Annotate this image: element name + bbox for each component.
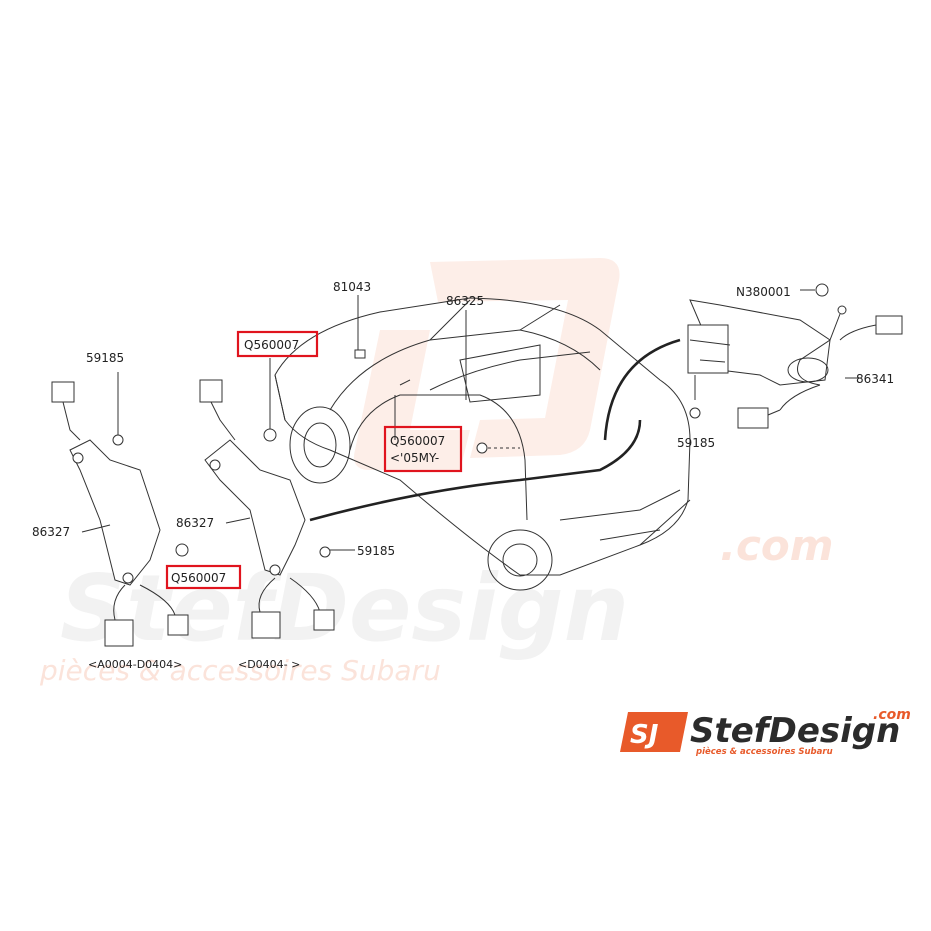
clip-center [476, 442, 520, 454]
watermark-dotcom: .com [720, 521, 833, 570]
connector-top-left [51, 381, 75, 403]
label-59185-mid: 59185 [357, 544, 395, 558]
label-range-left: <A0004-D0404> [88, 658, 182, 671]
logo-tagline: pièces & accessoires Subaru [695, 746, 833, 757]
watermark-logo-mark [354, 258, 620, 470]
logo-name: StefDesign [690, 711, 900, 751]
label-range-mid: <D0404- > [238, 658, 300, 671]
logo-dotcom: .com [873, 707, 911, 723]
amplifier-bracket-left [69, 439, 161, 586]
screw-59185-mid [319, 546, 331, 558]
middle-amplifier-assembly [199, 358, 355, 639]
highlighted-part-labels: Q560007 Q560007 Q560007 <'05MY- [165, 330, 463, 590]
highlight-box-q560007-bottom [165, 564, 242, 590]
logo-mark-text: SJ [630, 720, 659, 750]
watermark-brand: StefDesign [60, 555, 629, 662]
label-59185-right: 59185 [677, 436, 715, 450]
connector-bottom-mid-b [313, 609, 335, 631]
screw-q560007-mid [263, 428, 277, 442]
screw-59185-left [112, 434, 124, 446]
left-amplifier-assembly [51, 372, 189, 647]
label-86327-mid: 86327 [176, 516, 214, 530]
connector-right-top [875, 315, 903, 335]
connector-top-mid [199, 379, 223, 403]
logo-mark-icon [620, 712, 688, 752]
label-81043: 81043 [333, 280, 371, 294]
amplifier-body-right [687, 324, 729, 374]
part-81043-marker [354, 349, 366, 359]
label-86341: 86341 [856, 372, 894, 386]
label-q560007-center-sub: <'05MY- [390, 451, 439, 465]
amplifier-bracket-mid [204, 439, 306, 576]
connector-right-bottom [737, 407, 769, 429]
screw-59185-right [689, 407, 701, 419]
connector-bottom-left-a [104, 619, 134, 647]
screw-q560007-left [175, 543, 189, 557]
connector-bottom-mid-a [251, 611, 281, 639]
leader-lines [357, 289, 815, 400]
connector-bottom-left-b [167, 614, 189, 636]
watermark-tagline: pièces & accessoires Subaru [39, 654, 441, 687]
car-illustration [274, 297, 691, 591]
label-n380001: N380001 [736, 285, 791, 299]
label-q560007-top: Q560007 [244, 338, 299, 352]
part-labels: 81043 86325 N380001 86341 59185 59185 59… [32, 280, 894, 671]
highlight-box-q560007-top [236, 330, 319, 358]
highlight-box-q560007-center [383, 425, 463, 473]
label-86327-left: 86327 [32, 525, 70, 539]
label-q560007-center: Q560007 [390, 434, 445, 448]
right-amplifier-assembly [687, 283, 903, 429]
label-q560007-bottom: Q560007 [171, 571, 226, 585]
watermark: StefDesign .com pièces & accessoires Sub… [39, 258, 833, 687]
brand-logo: SJ StefDesign .com pièces & accessoires … [620, 707, 911, 757]
label-59185-left: 59185 [86, 351, 124, 365]
label-86325: 86325 [446, 294, 484, 308]
nut-n380001 [815, 283, 829, 297]
